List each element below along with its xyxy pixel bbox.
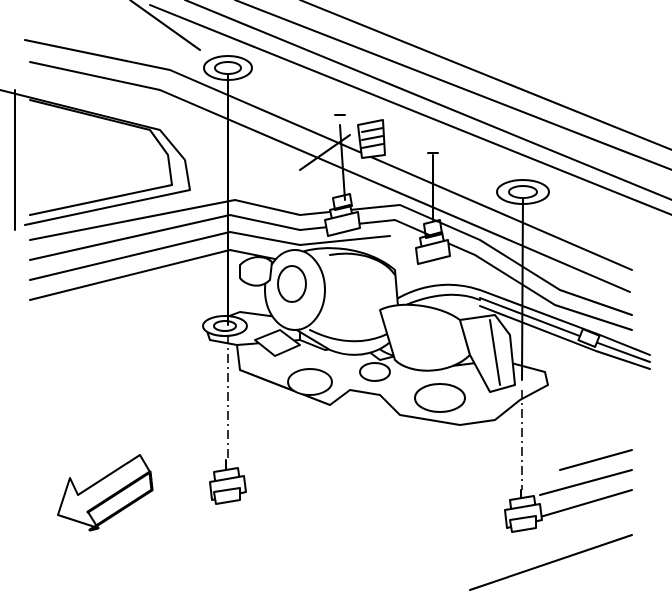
motor-shaft-boss [277, 265, 307, 303]
mounting-bracket [204, 311, 549, 426]
bolt-lower-left [209, 459, 247, 505]
front-arrow-icon [57, 454, 154, 532]
harness-connector [577, 328, 601, 348]
bracket-hole-left [287, 368, 333, 396]
clip [299, 114, 386, 201]
bracket-hole-right [414, 383, 466, 413]
bolt-lower-right [504, 489, 543, 533]
grommet-upper-left [203, 55, 253, 81]
alignment-lines [227, 74, 524, 490]
bolt-upper-left [324, 193, 361, 237]
grommet-bracket [202, 315, 248, 337]
grommet [202, 55, 550, 337]
actuator-motor [239, 247, 516, 393]
bolt-upper-right [415, 219, 451, 265]
bracket-hole-center [359, 362, 391, 382]
bolt [209, 193, 543, 533]
